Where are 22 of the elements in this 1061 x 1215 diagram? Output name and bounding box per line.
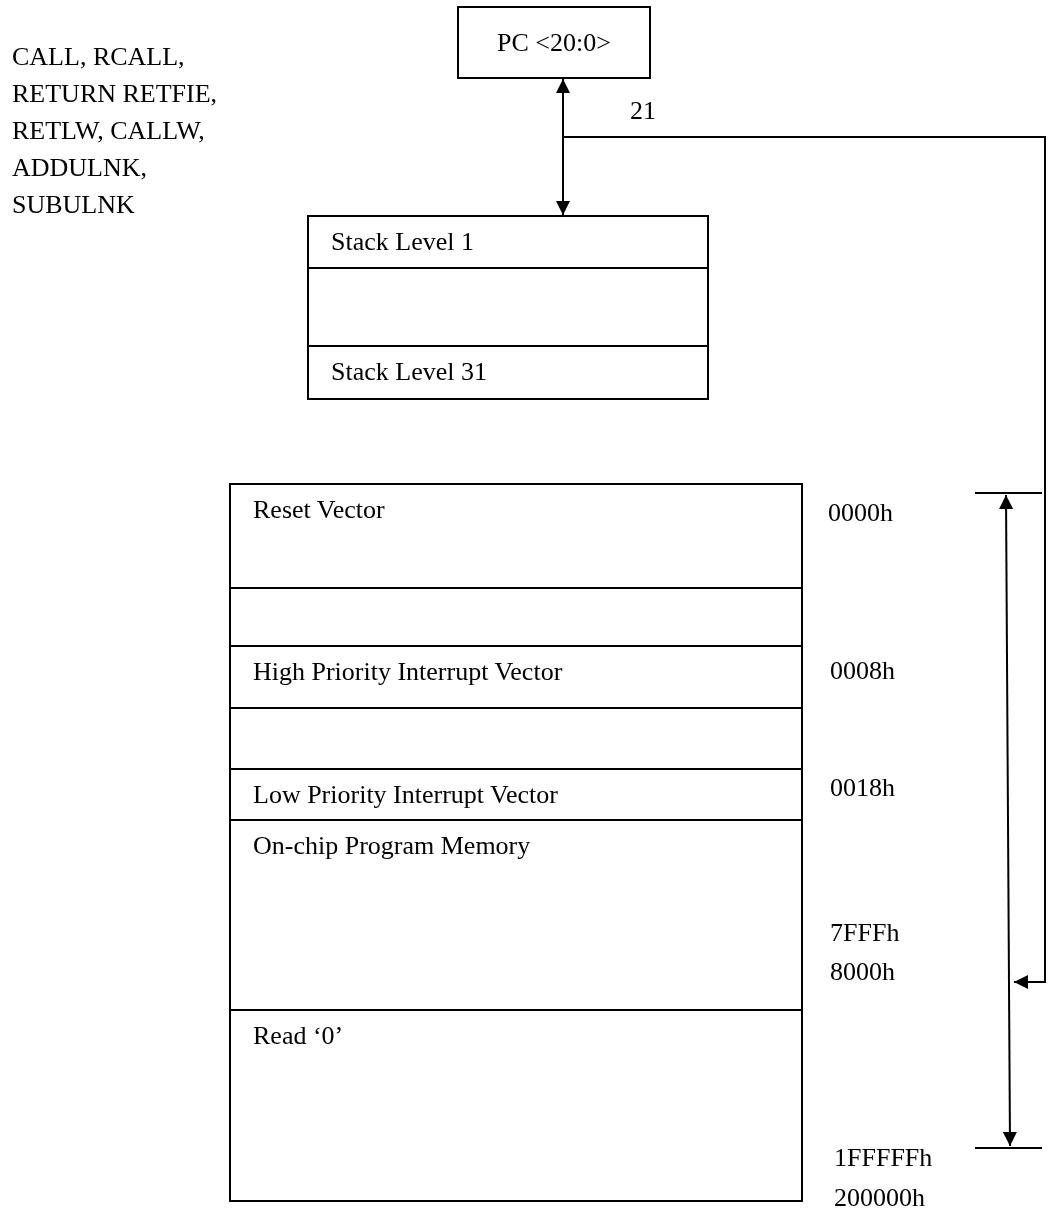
stack-table	[307, 215, 709, 400]
address-label: 8000h	[830, 956, 895, 988]
row-label: Low Priority Interrupt Vector	[253, 780, 558, 810]
row-label: On-chip Program Memory	[253, 831, 531, 861]
memory-map	[229, 483, 803, 1202]
address-label: 200000h	[834, 1182, 925, 1214]
instruction-list: CALL, RCALL, RETURN RETFIE, RETLW, CALLW, ADDULNK, SUBULNK	[12, 38, 240, 223]
register-box	[457, 6, 651, 79]
row-label: Stack Level 1	[331, 227, 474, 257]
address-label: 0000h	[828, 497, 893, 529]
row-label: Read ‘0’	[253, 1021, 344, 1051]
row-label: High Priority Interrupt Vector	[253, 657, 563, 687]
address-label: 0008h	[830, 655, 895, 687]
address-label: 1FFFFFh	[834, 1142, 933, 1174]
arrow	[556, 78, 570, 216]
register-label: PC <20:0>	[497, 27, 611, 58]
address-label: 7FFFh	[830, 917, 900, 949]
bus-width-label: 21	[630, 95, 656, 127]
address-label: 0018h	[830, 772, 895, 804]
row-label: Stack Level 31	[331, 357, 487, 387]
arrow	[562, 136, 1046, 989]
row-label: Reset Vector	[253, 495, 385, 525]
